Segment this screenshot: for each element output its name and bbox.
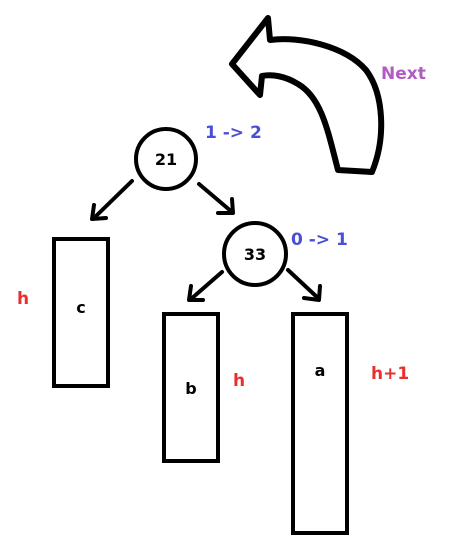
subtree-b-height: h bbox=[233, 371, 245, 391]
subtree-b-label: b bbox=[185, 379, 196, 398]
subtree-a-label: a bbox=[315, 361, 326, 380]
subtree-c-height: h bbox=[17, 289, 29, 309]
subtree-c-label: c bbox=[76, 298, 85, 317]
node-33-value: 33 bbox=[244, 245, 266, 264]
curved-arrow-icon bbox=[229, 15, 385, 175]
subtree-b bbox=[162, 312, 220, 463]
edge-21-33-arrowhead bbox=[216, 197, 235, 215]
edge-33-a bbox=[286, 268, 320, 300]
node-21-value: 21 bbox=[155, 150, 177, 169]
subtree-a-height: h+1 bbox=[371, 364, 409, 384]
node-33 bbox=[222, 221, 288, 287]
edge-21-33 bbox=[197, 182, 234, 214]
edge-33-a-arrowhead bbox=[302, 284, 322, 302]
next-label: Next bbox=[381, 64, 426, 84]
subtree-a bbox=[291, 312, 349, 535]
node-21 bbox=[134, 127, 198, 191]
edge-33-b bbox=[189, 270, 224, 301]
subtree-c bbox=[52, 237, 110, 388]
node-33-balance: 0 -> 1 bbox=[291, 230, 348, 250]
edge-21-c-arrowhead bbox=[90, 203, 108, 221]
node-21-balance: 1 -> 2 bbox=[205, 123, 262, 143]
edge-21-c bbox=[92, 179, 134, 220]
edge-33-b-arrowhead bbox=[187, 284, 205, 302]
